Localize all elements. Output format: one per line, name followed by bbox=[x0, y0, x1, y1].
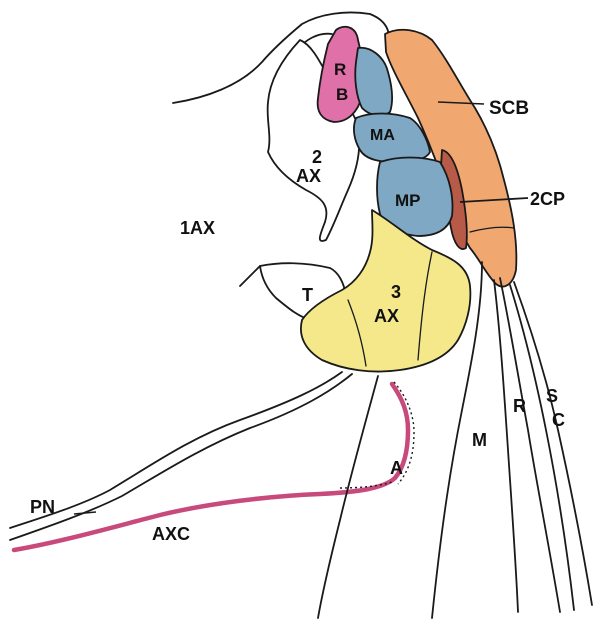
label-ax2-num: 2 bbox=[312, 147, 322, 167]
label-rb-r: R bbox=[334, 60, 346, 79]
label-ma: MA bbox=[370, 127, 395, 144]
label-m: M bbox=[472, 430, 487, 450]
ma-muscle-upper bbox=[355, 48, 392, 116]
m-muscle-left bbox=[318, 376, 378, 618]
sc-muscle-left bbox=[510, 285, 574, 610]
label-ax2-ax: AX bbox=[296, 166, 321, 186]
sc-muscle-right bbox=[514, 282, 592, 605]
pn-nerve-lower bbox=[10, 374, 352, 540]
label-t: T bbox=[302, 285, 313, 305]
label-ax3-ax: AX bbox=[374, 306, 399, 326]
axc-nerve bbox=[14, 384, 408, 550]
label-ax3-num: 3 bbox=[391, 282, 401, 302]
label-ax1: 1AX bbox=[180, 218, 215, 238]
pn-nerve-upper bbox=[10, 372, 342, 528]
label-axc: AXC bbox=[152, 524, 190, 544]
label-a: A bbox=[390, 458, 403, 478]
label-cp2: 2CP bbox=[530, 189, 565, 209]
label-r: R bbox=[513, 396, 526, 416]
pn-leader-line bbox=[74, 512, 96, 514]
r-muscle-left bbox=[494, 280, 518, 612]
label-pn: PN bbox=[30, 497, 55, 517]
label-sc-s: S bbox=[546, 386, 558, 406]
t-stem-outline bbox=[240, 266, 260, 286]
label-mp: MP bbox=[395, 191, 421, 210]
label-rb-b: B bbox=[336, 85, 348, 104]
label-scb: SCB bbox=[489, 98, 529, 119]
label-sc-c: C bbox=[552, 410, 565, 430]
